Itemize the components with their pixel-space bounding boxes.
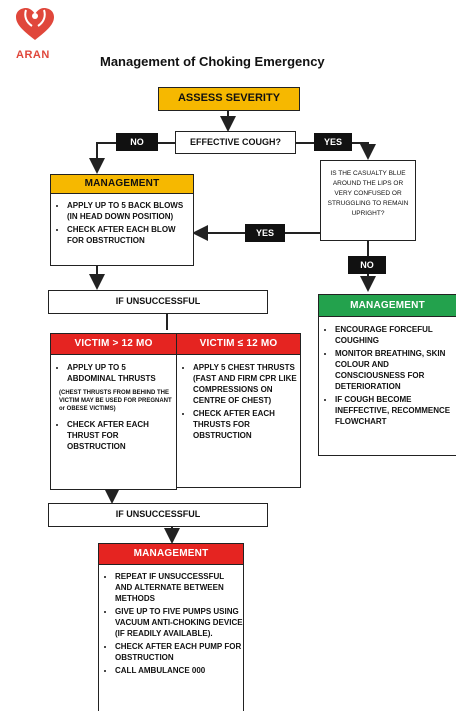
management-green-title: MANAGEMENT [319, 295, 456, 317]
logo-text: ARAN [16, 49, 50, 61]
management-yellow-box: MANAGEMENT APPLY UP TO 5 BACK BLOWS (IN … [50, 174, 194, 266]
page-title: Management of Choking Emergency [100, 54, 325, 69]
management-red-title: MANAGEMENT [99, 544, 243, 565]
chest-thrusts-note: (CHEST THRUSTS FROM BEHIND THE VICTIM MA… [59, 390, 172, 412]
list-item: CHECK AFTER EACH PUMP FOR OBSTRUCTION [115, 641, 243, 663]
list-item: MONITOR BREATHING, SKIN COLOUR AND CONSC… [335, 348, 456, 392]
list-item: APPLY 5 CHEST THRUSTS (FAST AND FIRM CPR… [193, 362, 300, 406]
list-item: GIVE UP TO FIVE PUMPS USING VACUUM ANTI-… [115, 606, 243, 639]
no-label: NO [116, 133, 158, 151]
list-item: ENCOURAGE FORCEFUL COUGHING [335, 324, 456, 346]
casualty-question-box: IS THE CASUALTY BLUE AROUND THE LIPS OR … [320, 160, 416, 241]
list-item: CHECK AFTER EACH THRUSTS FOR OBSTRUCTION [193, 408, 300, 441]
management-yellow-title: MANAGEMENT [51, 175, 193, 194]
victim-over-12mo-box: VICTIM > 12 MO APPLY UP TO 5 ABDOMINAL T… [50, 333, 177, 490]
assess-severity-box: ASSESS SEVERITY [158, 87, 300, 111]
if-unsuccessful-box-2: IF UNSUCCESSFUL [48, 503, 268, 527]
victim-under-12mo-title: VICTIM ≤ 12 MO [177, 334, 300, 355]
no-label-2: NO [348, 256, 386, 274]
list-item: REPEAT IF UNSUCCESSFUL AND ALTERNATE BET… [115, 571, 243, 604]
yes-label-2: YES [245, 224, 285, 242]
management-red-box: MANAGEMENT REPEAT IF UNSUCCESSFUL AND AL… [98, 543, 244, 711]
management-green-box: MANAGEMENT ENCOURAGE FORCEFUL COUGHING M… [318, 294, 456, 456]
list-item: APPLY UP TO 5 ABDOMINAL THRUSTS [67, 362, 176, 384]
victim-under-12mo-box: VICTIM ≤ 12 MO APPLY 5 CHEST THRUSTS (FA… [176, 333, 301, 488]
yes-label: YES [314, 133, 352, 151]
list-item: CHECK AFTER EACH BLOW FOR OBSTRUCTION [67, 224, 193, 246]
list-item: CHECK AFTER EACH THRUST FOR OBSTRUCTION [67, 419, 176, 452]
if-unsuccessful-box-1: IF UNSUCCESSFUL [48, 290, 268, 314]
aran-logo: ARAN [12, 6, 62, 62]
list-item: IF COUGH BECOME INEFFECTIVE, RECOMMENCE … [335, 394, 456, 427]
victim-over-12mo-title: VICTIM > 12 MO [51, 334, 176, 355]
list-item: CALL AMBULANCE 000 [115, 665, 243, 676]
list-item: APPLY UP TO 5 BACK BLOWS (IN HEAD DOWN P… [67, 200, 193, 222]
heart-logo-icon [16, 8, 54, 40]
effective-cough-box: EFFECTIVE COUGH? [175, 131, 296, 154]
